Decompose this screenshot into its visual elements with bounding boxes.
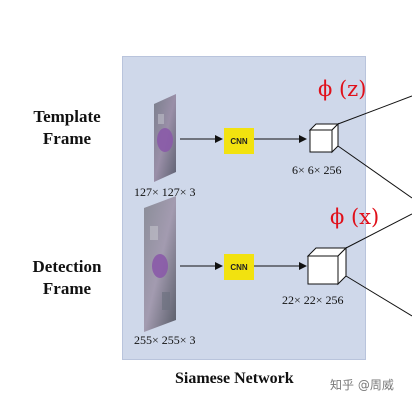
detection-input-size: 255× 255× 3 bbox=[134, 333, 196, 347]
template-frame-image bbox=[154, 94, 176, 182]
template-feature-cube bbox=[308, 122, 340, 154]
diagram-caption: Siamese Network bbox=[175, 370, 294, 387]
template-cnn-block: CNN bbox=[224, 128, 254, 154]
watermark: 知乎 @周威 bbox=[330, 378, 394, 392]
detection-feature-cube bbox=[306, 246, 348, 286]
template-feature-size: 6× 6× 256 bbox=[292, 163, 342, 177]
detection-frame-image bbox=[144, 196, 176, 332]
template-frame-label: Template Frame bbox=[33, 107, 101, 148]
phi-z-label: ϕ (z) bbox=[318, 77, 367, 101]
template-input-size: 127× 127× 3 bbox=[134, 185, 196, 199]
detection-cnn-block: CNN bbox=[224, 254, 254, 280]
phi-x-label: ϕ (x) bbox=[330, 205, 380, 229]
detection-feature-size: 22× 22× 256 bbox=[282, 293, 344, 307]
detection-frame-label: Detection Frame bbox=[32, 257, 102, 298]
